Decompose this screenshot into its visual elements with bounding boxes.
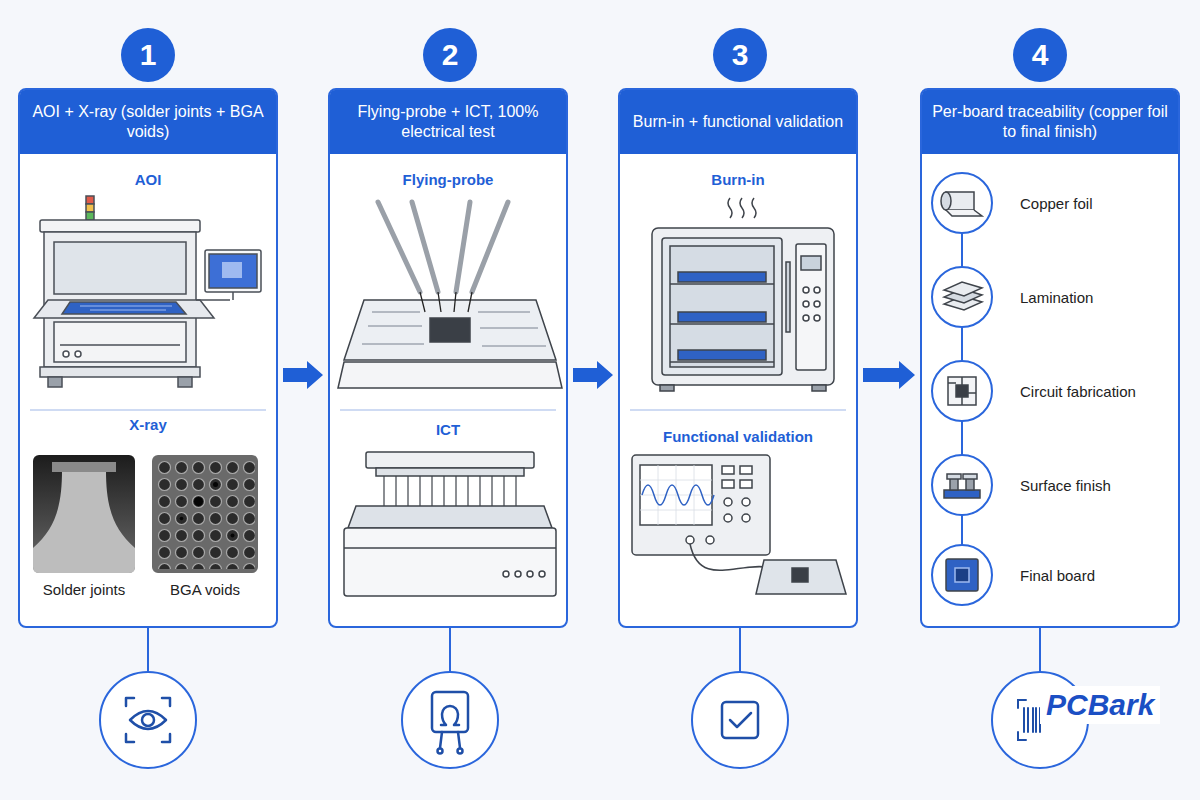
section-heading: X-ray	[20, 416, 276, 434]
burn-in-oven	[652, 198, 834, 391]
bottom-leaders	[148, 628, 1040, 672]
inspect-eye-icon	[126, 698, 170, 742]
callout-number: 4	[1032, 38, 1049, 72]
section-heading: Burn-in	[620, 171, 856, 189]
panel-title: Burn-in + functional validation	[623, 112, 853, 132]
trace-step-icons	[932, 173, 992, 605]
flow-connector	[962, 515, 963, 545]
barcode-icon	[1018, 700, 1040, 740]
step-number: 2	[423, 28, 477, 82]
trace-step: Copper foil	[932, 173, 1168, 233]
step-number: 1	[121, 28, 175, 82]
section-heading: AOI	[20, 171, 276, 189]
image-caption: Solder joints	[24, 581, 144, 599]
ohm-meter-icon	[432, 692, 468, 754]
trace-step: Lamination	[932, 267, 1168, 327]
step-label: Lamination	[1020, 289, 1093, 306]
panel-title: AOI + X-ray (solder joints + BGA voids)	[20, 102, 276, 142]
section-heading: Flying-probe	[330, 171, 566, 189]
step-label: Copper foil	[1020, 195, 1093, 212]
panel-header: AOI + X-ray (solder joints + BGA voids)	[20, 90, 276, 154]
panel-header: Flying-probe + ICT, 100% electrical test	[330, 90, 566, 154]
step-label: Final board	[1020, 567, 1095, 584]
image-caption: BGA voids	[145, 581, 265, 599]
oscilloscope	[632, 455, 846, 594]
panel-title: Flying-probe + ICT, 100% electrical test	[330, 102, 566, 142]
stage-panel: Burn-in + functional validationBurn-inFu…	[618, 88, 858, 628]
brand-logo: PCBark	[1040, 686, 1160, 724]
flow-connector	[962, 421, 963, 455]
step-label: Circuit fabrication	[1020, 383, 1136, 400]
panel-header: Per-board traceability (copper foil to f…	[922, 90, 1178, 154]
flow-connector	[863, 361, 915, 389]
callout-number: 1	[140, 38, 157, 72]
panel-title: Per-board traceability (copper foil to f…	[922, 102, 1178, 142]
section-dividers	[30, 409, 846, 410]
aoi-machine	[34, 196, 261, 387]
callout-number: 2	[442, 38, 459, 72]
callout-number: 3	[732, 38, 749, 72]
step-number: 3	[713, 28, 767, 82]
stage-panel: Flying-probe + ICT, 100% electrical test…	[328, 88, 568, 628]
flying-probe	[338, 202, 562, 388]
stage-panel: Per-board traceability (copper foil to f…	[920, 88, 1180, 628]
bottom-icons	[100, 672, 1088, 768]
step-number: 4	[1013, 28, 1067, 82]
trace-step: Circuit fabrication	[932, 361, 1168, 421]
ict-fixture	[344, 452, 556, 596]
flow-connector	[962, 327, 963, 361]
section-heading: ICT	[330, 421, 566, 439]
trace-step: Surface finish	[932, 455, 1168, 515]
xray-images	[33, 455, 258, 573]
flow-connector	[962, 233, 963, 267]
stage-panel: AOI + X-ray (solder joints + BGA voids) A…	[18, 88, 278, 628]
panel-header: Burn-in + functional validation	[620, 90, 856, 154]
step-label: Surface finish	[1020, 477, 1111, 494]
flow-connector	[573, 361, 613, 389]
section-heading: Functional validation	[620, 428, 856, 446]
flow-connector	[283, 361, 323, 389]
trace-step: Final board	[932, 545, 1168, 605]
panel-grounds	[18, 88, 1180, 628]
check-icon	[722, 702, 758, 738]
